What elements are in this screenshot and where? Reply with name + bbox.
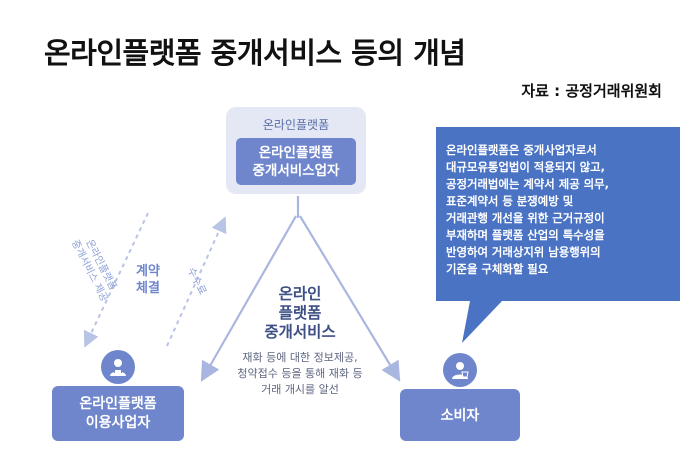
platform-card: 온라인플랫폼 온라인플랫폼 중개서비스업자 (226, 107, 366, 194)
fee-arrow (166, 216, 227, 347)
center-service-description: 재화 등에 대한 정보제공, 청약접수 등을 통해 재화 등 거래 개시를 알선 (237, 351, 363, 396)
callout-text: 온라인플랫폼은 중개사업자로서 대규모유통업법이 적용되지 않고, 공정거래법에… (446, 143, 609, 276)
platform-user-business: 온라인플랫폼 이용사업자 (52, 386, 184, 441)
center-service-label: 온라인 플랫폼 중개서비스 (264, 285, 336, 341)
contract-label: 계약 체결 (136, 264, 160, 296)
consumer-box: 소비자 (400, 389, 520, 441)
triangle-right-edge (299, 215, 401, 382)
page-title: 온라인플랫폼 중개서비스 등의 개념 (44, 36, 466, 70)
platform-card-header: 온라인플랫폼 (262, 118, 330, 132)
user-avatar (101, 350, 135, 384)
person-icon (110, 359, 126, 376)
consumer-avatar (443, 353, 477, 387)
triangle-left-edge (200, 215, 297, 382)
platform-service-provider: 온라인플랫폼 중개서비스업자 (236, 138, 356, 185)
callout-bubble (436, 127, 680, 343)
service-provision-arrow (83, 212, 149, 348)
shopper-icon (452, 362, 469, 379)
source-label: 자료 : 공정거래위원회 (521, 82, 662, 100)
